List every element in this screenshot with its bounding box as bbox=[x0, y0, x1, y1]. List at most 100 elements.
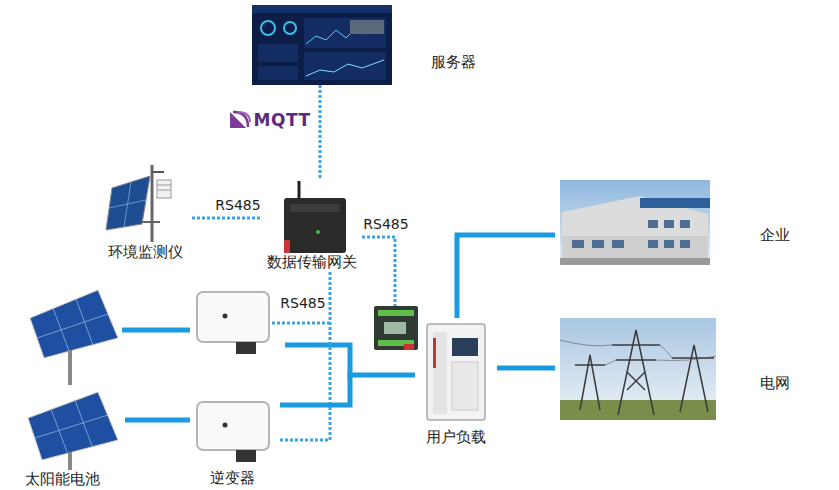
drawing-circle bbox=[223, 314, 228, 319]
drawing-rect bbox=[374, 306, 418, 350]
drawing-circle bbox=[261, 21, 275, 35]
drawing-rect bbox=[648, 240, 658, 248]
drawing-rect bbox=[290, 204, 340, 212]
drawing-line bbox=[627, 372, 645, 390]
connector-line bbox=[192, 217, 262, 220]
power-connector bbox=[125, 420, 190, 421]
device-label: 电网 bbox=[760, 374, 790, 392]
drawing-line bbox=[35, 415, 108, 438]
drawing-rect bbox=[680, 220, 690, 228]
drawing-rect bbox=[640, 198, 710, 208]
drawing-line bbox=[157, 190, 171, 191]
drawing-path bbox=[656, 356, 716, 361]
drawing-line bbox=[616, 359, 656, 361]
drawing-rect bbox=[560, 400, 716, 420]
drawing-rect bbox=[452, 338, 478, 356]
device-label: 环境监测仪 bbox=[108, 243, 183, 261]
drawing-rect bbox=[197, 292, 269, 342]
device-label: 用户负载 bbox=[426, 428, 486, 446]
protocol-label: RS485 bbox=[278, 295, 327, 312]
drawing-rect bbox=[562, 236, 708, 258]
connector-line bbox=[457, 235, 555, 318]
drawing-rect bbox=[236, 450, 256, 462]
power-connector bbox=[497, 368, 555, 369]
drawing-polyline bbox=[306, 60, 384, 76]
drawing-line bbox=[109, 200, 146, 208]
drawing-rect bbox=[664, 240, 674, 248]
factory-photo bbox=[560, 180, 710, 265]
device-label: 数据传输网关 bbox=[267, 253, 357, 271]
device-label: 太阳能电池 bbox=[25, 470, 100, 488]
device-node: 电网 bbox=[555, 315, 800, 423]
protocol-label: RS485 bbox=[213, 197, 262, 214]
gateway-device bbox=[284, 181, 346, 253]
drawing-rect bbox=[258, 66, 298, 80]
power-connector bbox=[280, 375, 415, 405]
connector-line bbox=[280, 375, 415, 405]
drawing-rect bbox=[252, 5, 392, 85]
inverter-device bbox=[197, 402, 269, 462]
drawing-g bbox=[572, 220, 690, 248]
drawing-polygon bbox=[28, 392, 118, 460]
drawing-rect bbox=[378, 310, 414, 316]
drawing-line bbox=[627, 372, 645, 390]
drawing-rect bbox=[572, 240, 584, 248]
device-node: 太阳能电池 bbox=[15, 388, 125, 489]
inverter-device bbox=[197, 292, 269, 354]
drawing-rect bbox=[433, 338, 436, 368]
drawing-rect bbox=[560, 258, 710, 265]
drawing-line bbox=[152, 171, 164, 173]
drawing-circle bbox=[223, 423, 228, 428]
drawing-g bbox=[575, 330, 714, 415]
device-node: 用户负载 bbox=[415, 318, 497, 448]
drawing-path bbox=[560, 340, 612, 346]
device-node: 企业 bbox=[555, 178, 800, 268]
drawing-rect bbox=[304, 52, 386, 80]
drawing-line bbox=[122, 328, 190, 333]
drawing-g bbox=[560, 340, 716, 365]
drawing-rect bbox=[197, 402, 269, 450]
device-node: 数据传输网关 bbox=[262, 178, 362, 272]
drawing-rect bbox=[252, 5, 392, 13]
drawing-line bbox=[612, 344, 660, 346]
drawing-polyline bbox=[618, 330, 654, 415]
drawing-polygon bbox=[106, 176, 150, 230]
drawing-rect bbox=[236, 342, 256, 354]
drawing-circle bbox=[316, 230, 320, 234]
drawing-rect bbox=[560, 180, 710, 265]
drawing-line bbox=[272, 322, 330, 325]
drawing-rect bbox=[433, 332, 447, 414]
protocol-logo-text: MQTT bbox=[252, 110, 313, 130]
drawing-circle bbox=[284, 22, 296, 34]
drawing-rect bbox=[304, 18, 386, 48]
drawing-line bbox=[151, 165, 154, 242]
drawing-rect bbox=[427, 324, 485, 420]
drawing-rect bbox=[350, 20, 384, 34]
drawing-line bbox=[37, 314, 108, 338]
drawing-line bbox=[298, 181, 301, 200]
device-label: 逆变器 bbox=[210, 469, 255, 487]
server-screen bbox=[252, 5, 392, 85]
drawing-rect bbox=[592, 240, 604, 248]
power-connector bbox=[457, 235, 555, 318]
protocol-label: RS485 bbox=[361, 216, 410, 233]
drawing-rect bbox=[612, 240, 624, 248]
drawing-polyline bbox=[680, 345, 708, 412]
solar-panel bbox=[28, 392, 118, 470]
drawing-rect bbox=[284, 198, 346, 253]
drawing-rect bbox=[664, 220, 674, 228]
environment-monitor bbox=[106, 165, 171, 242]
connector-line bbox=[497, 366, 555, 371]
device-label: 服务器 bbox=[431, 53, 476, 71]
connector-line bbox=[125, 418, 190, 423]
mqtt-logo-mark bbox=[230, 112, 250, 128]
device-node: 服务器 bbox=[252, 5, 484, 85]
drawing-line bbox=[68, 350, 72, 385]
energy-meter bbox=[374, 306, 418, 350]
drawing-rect bbox=[157, 180, 171, 198]
drawing-rect bbox=[648, 220, 658, 228]
drawing-path bbox=[238, 112, 250, 122]
power-grid-photo bbox=[560, 318, 716, 420]
drawing-rect bbox=[452, 362, 478, 410]
signal-connector bbox=[192, 218, 262, 219]
